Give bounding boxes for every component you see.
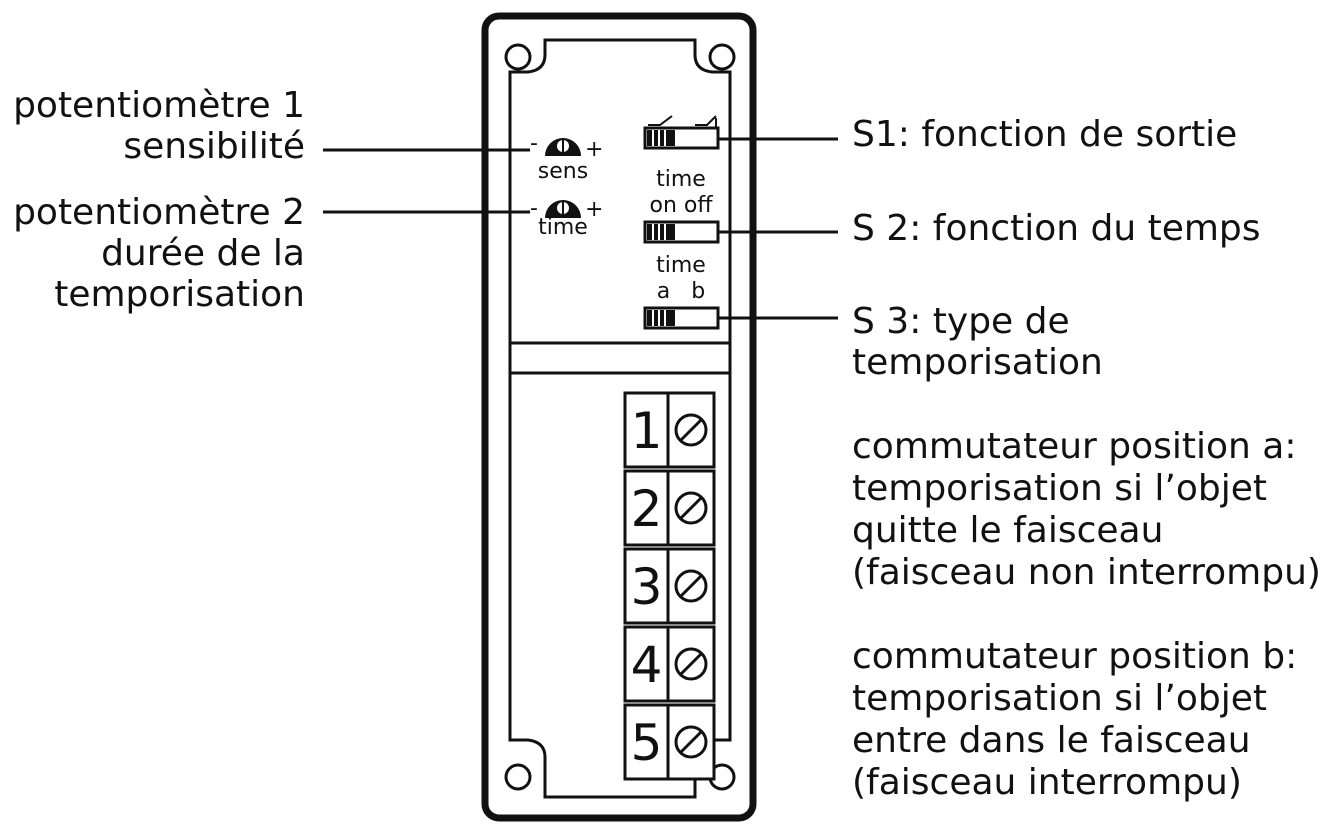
terminal-4: 4 xyxy=(623,625,716,703)
switch-position-notes: commutateur position a: temporisation si… xyxy=(852,426,1320,803)
pot1-minus: - xyxy=(530,131,538,156)
note-b-line2: temporisation si l’objet xyxy=(852,678,1267,719)
screw-hole-bottom-left xyxy=(504,763,532,791)
note-b-line4: (faisceau interrompu) xyxy=(852,762,1242,803)
potentiometer-1: - + sens xyxy=(530,131,603,184)
note-a-line2: temporisation si l’objet xyxy=(852,468,1267,509)
terminal-number: 5 xyxy=(631,714,663,772)
s3-slider xyxy=(647,310,675,326)
terminal-3: 3 xyxy=(623,547,716,625)
s1-contact-symbol-left xyxy=(648,115,673,126)
terminal-5: 5 xyxy=(623,703,716,781)
terminal-number: 2 xyxy=(631,480,663,538)
screw-hole-top-left xyxy=(504,43,532,71)
s1-slider xyxy=(647,130,675,146)
s3-label-line1: S 3: type de xyxy=(852,301,1070,342)
switch-s1 xyxy=(643,115,720,150)
switch-s3: time a b xyxy=(643,253,720,330)
terminal-number: 4 xyxy=(631,636,663,694)
note-a-line3: quitte le faisceau xyxy=(852,510,1163,551)
pot1-plus: + xyxy=(585,137,603,162)
terminal-number: 3 xyxy=(631,558,663,616)
pot2-caption: time xyxy=(538,215,588,240)
pot2-plus: + xyxy=(585,197,603,222)
s3-label-line2: temporisation xyxy=(852,342,1103,383)
right-labels: S1: fonction de sortie S 2: fonction du … xyxy=(852,114,1261,383)
note-a-line1: commutateur position a: xyxy=(852,426,1297,467)
s3-label-bottom: a b xyxy=(657,279,705,304)
corner-screw-holes xyxy=(504,43,736,791)
leader-lines xyxy=(323,137,838,320)
pot1-label-line1: potentiomètre 1 xyxy=(13,85,305,126)
note-b-line1: commutateur position b: xyxy=(852,636,1297,677)
note-b-line3: entre dans le faisceau xyxy=(852,720,1251,761)
switch-s2: time on off xyxy=(643,167,720,244)
pot2-label-line1: potentiomètre 2 xyxy=(13,192,305,233)
terminal-block: 1 2 3 4 5 xyxy=(623,391,716,781)
pot2-label-line3: temporisation xyxy=(54,274,305,315)
s2-label: S 2: fonction du temps xyxy=(852,208,1261,249)
s1-label: S1: fonction de sortie xyxy=(852,114,1237,155)
pot2-minus: - xyxy=(530,196,538,221)
s1-contact-symbol-right xyxy=(695,115,717,128)
s2-label-bottom: on off xyxy=(649,193,713,218)
terminal-2: 2 xyxy=(623,469,716,547)
terminal-number: 1 xyxy=(631,402,663,460)
s3-label-top: time xyxy=(656,253,706,278)
s2-label-top: time xyxy=(656,167,706,192)
pot2-label-line2: durée de la xyxy=(101,233,305,274)
terminal-1: 1 xyxy=(623,391,716,469)
left-labels: potentiomètre 1 sensibilité potentiomètr… xyxy=(13,85,305,315)
pot1-label-line2: sensibilité xyxy=(123,126,305,167)
potentiometer-2: - + time xyxy=(530,196,603,240)
screw-hole-top-right xyxy=(708,43,736,71)
s2-slider xyxy=(647,224,675,240)
pot1-caption: sens xyxy=(538,159,588,184)
note-a-line4: (faisceau non interrompu) xyxy=(852,552,1320,593)
